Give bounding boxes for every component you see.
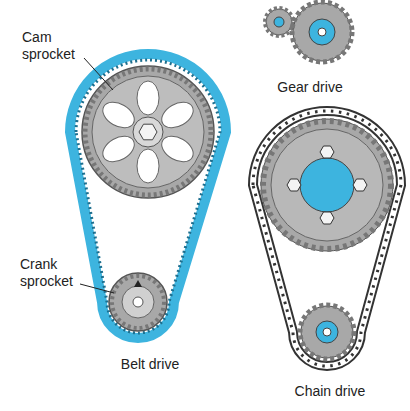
part-label: Crank sprocket [20,256,88,290]
part-label: Gear drive [277,79,342,96]
part-label: Belt drive [121,356,179,373]
timing-belt [70,54,226,338]
gear-drive [265,2,352,62]
part-label: Chain drive [295,383,366,400]
crank-sprocket [109,273,167,331]
belt-teeth [76,60,220,333]
part-label: Cam sprocket [22,29,94,63]
chain-drive [253,111,401,366]
leader-line [80,284,114,293]
cam-sprocket [82,66,214,198]
leader-line [84,58,113,90]
